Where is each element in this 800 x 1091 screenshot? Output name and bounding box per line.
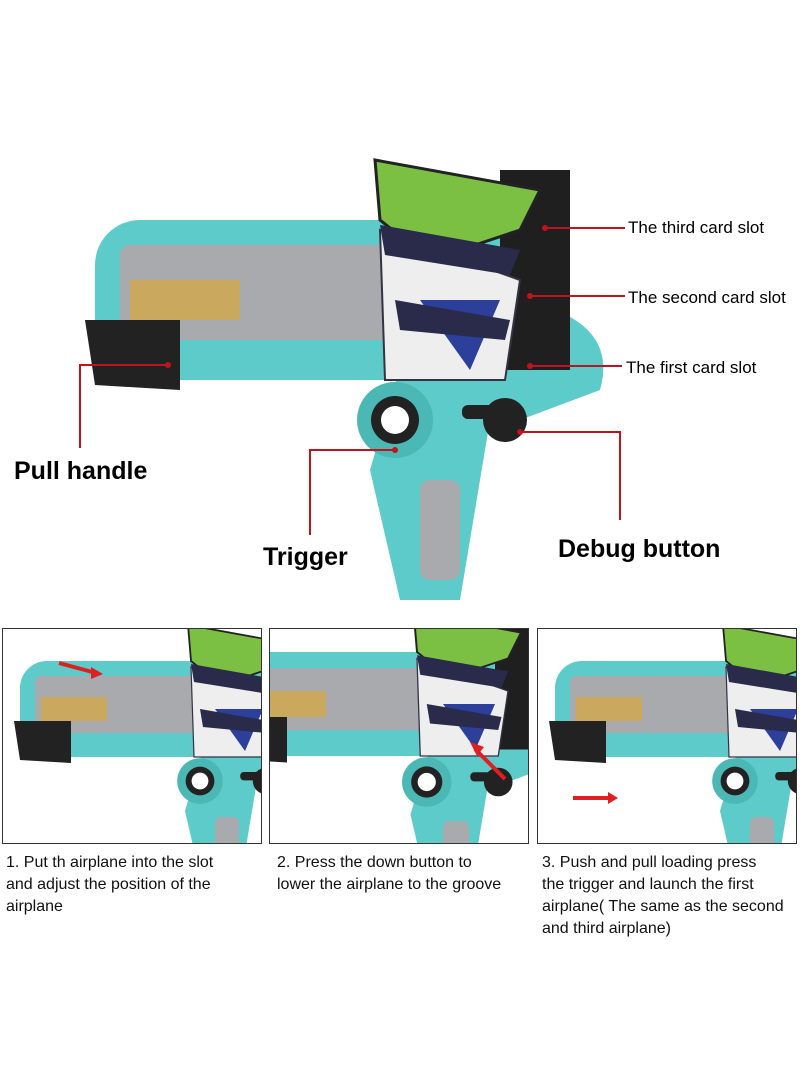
label-third-card-slot: The third card slot	[628, 218, 765, 237]
step-3-caption: 3. Push and pull loading press the trigg…	[542, 854, 784, 937]
step-1-caption: 1. Put th airplane into the slot and adj…	[6, 854, 214, 915]
leader-lines	[79, 227, 625, 535]
arrow-icon	[473, 747, 507, 781]
label-debug-button: Debug button	[558, 535, 721, 563]
step-2-image	[269, 628, 529, 844]
arrow-icon	[58, 661, 97, 675]
label-trigger: Trigger	[263, 543, 348, 571]
label-first-card-slot: The first card slot	[626, 358, 757, 377]
step-2-caption: 2. Press the down button to lower the ai…	[277, 854, 502, 893]
launcher-main-image	[83, 158, 605, 602]
step-3-image	[537, 628, 797, 844]
airplane-launcher-illustration	[79, 158, 625, 602]
label-second-card-slot: The second card slot	[628, 288, 786, 307]
step-1-image	[2, 628, 262, 844]
label-pull-handle: Pull handle	[14, 457, 148, 485]
